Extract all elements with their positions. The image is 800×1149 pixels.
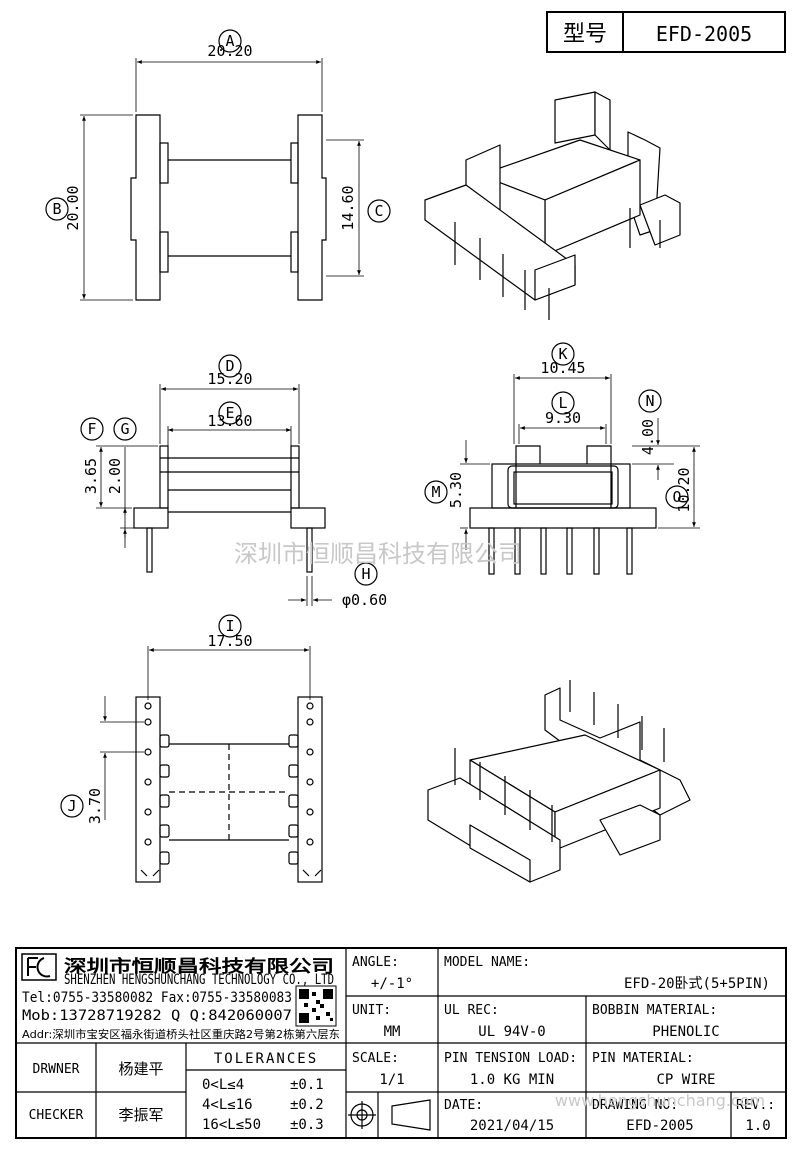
dim-letter-a: A: [225, 32, 234, 50]
model-label: 型号: [563, 22, 607, 47]
date-label: DATE:: [444, 1098, 483, 1113]
dim-value-c: 14.60: [339, 185, 357, 230]
top-view-right-flange: [297, 114, 327, 301]
rev-value: 1.0: [745, 1118, 770, 1134]
front-view: [80, 354, 378, 606]
dim-letter-i: I: [225, 617, 234, 635]
dim-value-j: 3.70: [86, 788, 104, 824]
model-number-box: 型号 EFD-2005: [546, 11, 786, 53]
tolerance-range-3: 16<L≤50: [202, 1117, 261, 1133]
bottom-view: [60, 614, 323, 883]
unit-value: MM: [384, 1024, 401, 1040]
drawing-no-value: EFD-2005: [626, 1118, 693, 1134]
checker-label: CHECKER: [29, 1108, 84, 1123]
pin-material-label: PIN MATERIAL:: [592, 1051, 694, 1066]
top-view: [45, 29, 391, 301]
tolerances-label: TOLERANCES: [214, 1051, 318, 1067]
drawing-no-label: DRAWING NO:: [592, 1098, 678, 1113]
dim-value-e: 13.60: [207, 412, 252, 430]
tolerance-range-2: 4<L≤16: [202, 1097, 253, 1113]
qr-code-icon: [295, 985, 337, 1027]
checker-value: 李振军: [118, 1106, 163, 1124]
dim-letter-f: F: [87, 420, 96, 438]
company-logo: [21, 953, 57, 981]
pin-tension-label: PIN TENSION LOAD:: [444, 1051, 577, 1066]
dim-letter-k: K: [558, 345, 567, 363]
company-name-en: SHENZHEN HENGSHUNCHANG TECHNOLOGY CO., L…: [64, 972, 334, 988]
dim-letter-o: O: [672, 488, 681, 506]
dim-value-k: 10.45: [540, 359, 585, 377]
projection-symbol-icon: [348, 1099, 431, 1131]
dim-value-o: 10.20: [675, 467, 693, 512]
tolerance-value-1: ±0.1: [290, 1077, 324, 1093]
ul-value: UL 94V-0: [478, 1024, 545, 1040]
drawer-label: DRWNER: [33, 1062, 80, 1077]
dim-value-a: 20.20: [207, 42, 252, 60]
front-view-labels: D 15.20 E 13.60 F G 3.65 2.00 H φ0.60: [82, 357, 387, 609]
top-view-right-tab-upper: [290, 142, 299, 184]
dim-letter-n: N: [645, 392, 654, 410]
top-view-right-tab-lower: [290, 231, 299, 273]
bobbin-material-value: PHENOLIC: [652, 1024, 719, 1040]
dim-value-d: 15.20: [207, 370, 252, 388]
scale-label: SCALE:: [352, 1051, 399, 1066]
angle-label: ANGLE:: [352, 955, 399, 970]
rev-label: REV.:: [736, 1098, 775, 1113]
tolerance-range-1: 0<L≤4: [202, 1077, 244, 1093]
dim-letter-j: J: [67, 797, 76, 815]
dim-value-g: 2.00: [106, 458, 124, 494]
drawer-value: 杨建平: [118, 1060, 163, 1078]
dim-letter-e: E: [225, 404, 234, 422]
top-view-labels: A 20.20 B 20.00 C 14.60: [52, 32, 383, 231]
dim-letter-b: B: [52, 200, 61, 218]
side-view: [424, 342, 700, 575]
dim-letter-c: C: [374, 202, 383, 220]
angle-value: +/-1°: [371, 976, 413, 992]
dim-value-h: φ0.60: [342, 591, 387, 609]
ul-label: UL REC:: [444, 1003, 499, 1018]
isometric-view-2: [427, 680, 691, 883]
dim-letter-l: L: [558, 394, 567, 412]
dim-value-m: 5.30: [447, 472, 465, 508]
pin-material-value: CP WIRE: [656, 1072, 715, 1088]
scale-value: 1/1: [379, 1072, 404, 1088]
bottom-view-labels: I 17.50 J 3.70: [67, 617, 252, 824]
dim-value-n: 4.00: [639, 419, 657, 455]
watermark-url: www.hengshunchang.com: [555, 1091, 765, 1110]
dim-value-f: 3.65: [82, 458, 100, 494]
dim-value-i: 17.50: [207, 632, 252, 650]
bottom-view-left-pads: [159, 734, 170, 865]
tolerance-value-2: ±0.2: [290, 1097, 324, 1113]
side-view-pins: [488, 527, 633, 575]
top-view-left-flange: [130, 114, 161, 301]
unit-label: UNIT:: [352, 1003, 391, 1018]
watermark-company: 深圳市恒顺昌科技有限公司: [234, 540, 522, 568]
dim-value-l: 9.30: [545, 409, 581, 427]
model-name-label: MODEL NAME:: [444, 955, 530, 970]
dim-value-b: 20.00: [64, 185, 82, 230]
company-mob: Mob:13728719282 Q Q:842060007: [22, 1008, 292, 1024]
company-name-cn: 深圳市恒顺昌科技有限公司: [64, 956, 334, 977]
model-value: EFD-2005: [656, 22, 752, 46]
pin-tension-value: 1.0 KG MIN: [470, 1072, 554, 1088]
top-view-left-tab-lower: [159, 231, 169, 273]
side-view-labels: K 10.45 L 9.30 N 4.00 M 5.30 O 10.20: [431, 345, 693, 513]
date-value: 2021/04/15: [470, 1118, 554, 1134]
company-tel: Tel:0755-33580082 Fax:0755-33580083: [22, 990, 292, 1006]
model-name-value: EFD-20卧式(5+5PIN): [624, 976, 770, 992]
title-block: 深圳市恒顺昌科技有限公司 SHENZHEN HENGSHUNCHANG TECH…: [15, 947, 787, 1139]
company-addr: Addr:深圳市宝安区福永街道桥头社区重庆路2号第2栋第六层东: [22, 1027, 340, 1041]
dim-letter-h: H: [361, 565, 370, 583]
dim-letter-g: G: [120, 420, 129, 438]
dim-letter-m: M: [431, 483, 440, 501]
tolerance-value-3: ±0.3: [290, 1117, 324, 1133]
bottom-view-pin-holes: [144, 702, 314, 846]
bobbin-material-label: BOBBIN MATERIAL:: [592, 1003, 717, 1018]
top-view-left-tab-upper: [159, 142, 169, 184]
dim-letter-d: D: [225, 357, 234, 375]
isometric-view-1: [424, 91, 681, 320]
bottom-view-right-pads: [288, 734, 299, 865]
